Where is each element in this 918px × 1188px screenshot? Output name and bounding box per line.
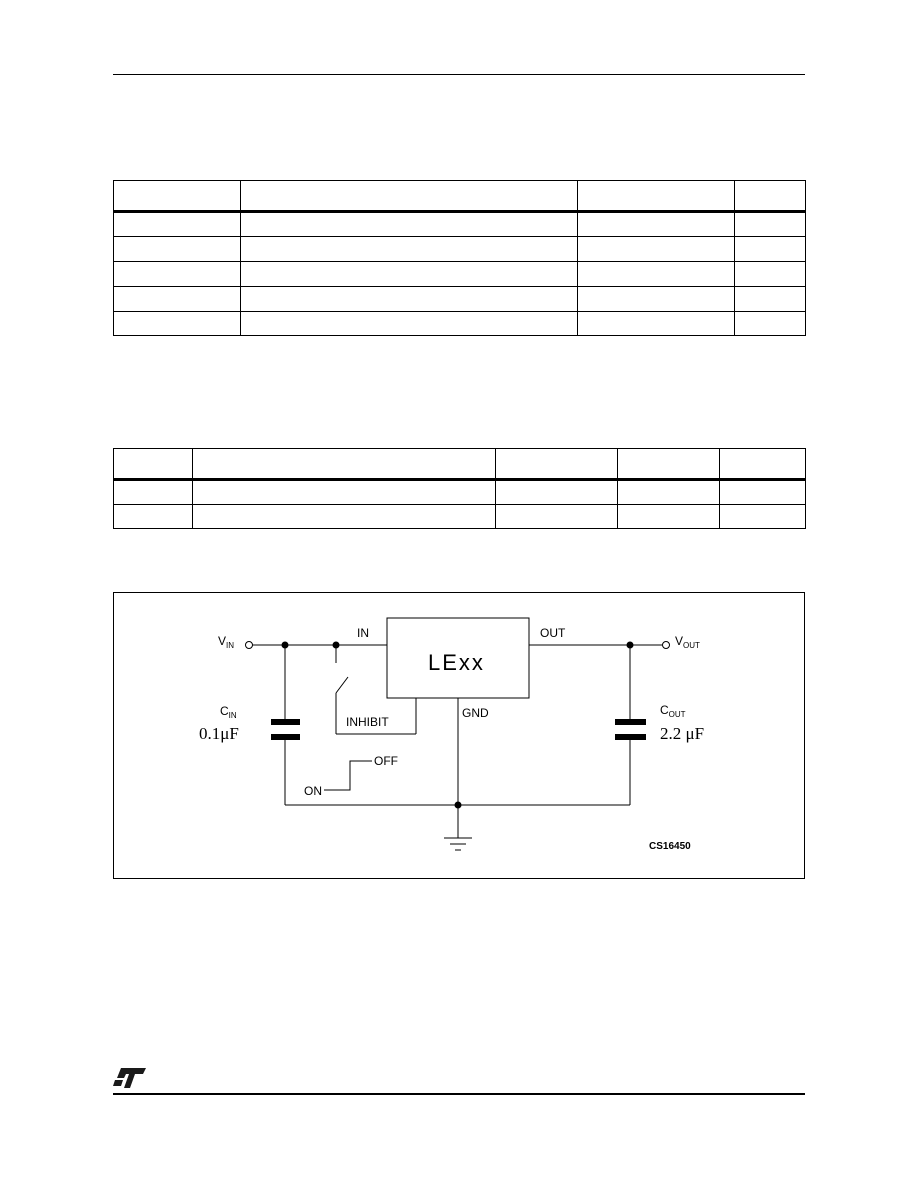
table-cell <box>495 479 618 505</box>
table-cell <box>719 448 806 481</box>
table-cell <box>113 236 241 262</box>
table-cell <box>617 479 720 505</box>
table-cell <box>113 261 241 287</box>
out-pin-label: OUT <box>540 626 566 640</box>
vout-terminal <box>662 641 670 649</box>
cin-value: 0.1μF <box>199 724 239 743</box>
table-cell <box>734 286 806 312</box>
table-2 <box>113 448 806 529</box>
table-cell <box>734 236 806 262</box>
figure-code: CS16450 <box>649 841 691 852</box>
regulator-name: LExx <box>428 650 485 675</box>
junction-dot <box>454 801 462 809</box>
table-cell <box>240 261 578 287</box>
table-row <box>113 311 806 336</box>
table-row <box>113 448 806 481</box>
table-row <box>113 236 806 262</box>
table-cell <box>495 448 618 481</box>
table-row <box>113 211 806 237</box>
on-off-step <box>324 760 372 791</box>
table-cell <box>617 504 720 529</box>
table-cell <box>734 211 806 237</box>
table-cell <box>719 504 806 529</box>
switch-blade <box>335 676 349 694</box>
table-cell <box>734 180 806 213</box>
gnd-pin-label: GND <box>462 706 489 720</box>
off-label: OFF <box>374 754 398 768</box>
junction-dot <box>281 641 289 649</box>
table-cell <box>240 211 578 237</box>
table-cell <box>495 504 618 529</box>
footer-rule <box>113 1093 805 1095</box>
table-cell <box>240 286 578 312</box>
table-cell <box>577 180 735 213</box>
on-label: ON <box>304 784 322 798</box>
table-cell <box>577 211 735 237</box>
table-cell <box>577 286 735 312</box>
table-cell <box>113 311 241 336</box>
cin-plate-bottom <box>271 734 300 740</box>
table-row <box>113 479 806 505</box>
table-cell <box>240 180 578 213</box>
cout-label: COUT <box>660 703 686 719</box>
st-logo-icon <box>113 1068 146 1088</box>
inhibit-label: INHIBIT <box>346 715 389 729</box>
table-row <box>113 504 806 529</box>
cin-plate-top <box>271 719 300 725</box>
table-cell <box>113 448 193 481</box>
table-cell <box>192 479 496 505</box>
cout-value: 2.2 μF <box>660 724 704 743</box>
table-cell <box>113 211 241 237</box>
cout-plate-bottom <box>615 734 646 740</box>
table-cell <box>113 504 193 529</box>
table-cell <box>734 261 806 287</box>
table-1 <box>113 180 806 336</box>
table-cell <box>577 236 735 262</box>
table-cell <box>734 311 806 336</box>
table-cell <box>113 180 241 213</box>
table-cell <box>577 261 735 287</box>
vout-label: VOUT <box>675 634 700 650</box>
table-cell <box>113 479 193 505</box>
table-cell <box>192 504 496 529</box>
table-cell <box>617 448 720 481</box>
header-rule <box>113 74 805 75</box>
circuit-diagram: VIN VOUT IN OUT GND LExx INHIBIT CIN 0.1… <box>199 617 704 852</box>
vin-terminal <box>245 641 253 649</box>
junction-dot <box>626 641 634 649</box>
table-cell <box>240 311 578 336</box>
vin-label: VIN <box>218 634 234 650</box>
table-cell <box>192 448 496 481</box>
application-circuit-figure: VIN VOUT IN OUT GND LExx INHIBIT CIN 0.1… <box>113 592 805 879</box>
table-cell <box>240 236 578 262</box>
table-row <box>113 180 806 213</box>
table-cell <box>113 286 241 312</box>
table-row <box>113 261 806 287</box>
table-cell <box>577 311 735 336</box>
cout-plate-top <box>615 719 646 725</box>
cin-label: CIN <box>220 704 237 720</box>
junction-dot <box>332 641 340 649</box>
table-row <box>113 286 806 312</box>
table-cell <box>719 479 806 505</box>
in-pin-label: IN <box>357 626 369 640</box>
